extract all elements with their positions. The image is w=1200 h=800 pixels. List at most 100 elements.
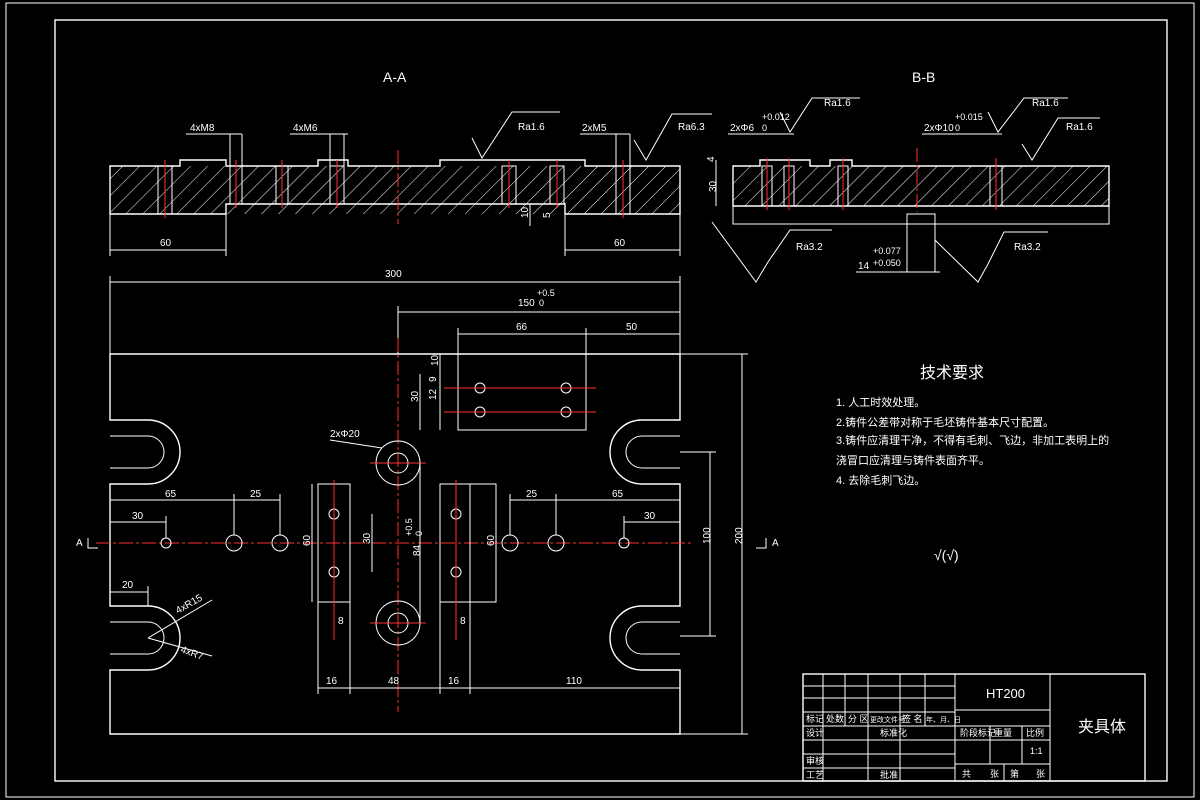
- plan-dim-60-left: 60: [302, 534, 313, 546]
- plan-dim-16-right: 16: [448, 676, 460, 687]
- bb-slot-tol-lower: +0.050: [873, 258, 901, 268]
- tb-doc: 更改文件号: [870, 715, 905, 724]
- requirement-1: 1. 人工时效处理。: [836, 395, 925, 409]
- m6-label: 4xM6: [293, 123, 318, 134]
- outer-frame: [5, 2, 1195, 798]
- requirements-heading: 技术要求: [920, 364, 984, 382]
- requirement-3: 3.铸件应清理干净，不得有毛刺、飞边，非加工表明上的: [836, 433, 1109, 447]
- tb-sheet: 张: [1036, 769, 1045, 779]
- section-aa-hatch: [110, 166, 680, 214]
- tb-process: 工艺: [806, 770, 824, 780]
- roughness-symbol-bb-mid: [987, 97, 1068, 133]
- aa-dim-10: 10: [520, 206, 531, 218]
- plan-dim-25-right: 25: [526, 489, 538, 500]
- tb-count: 处数: [826, 713, 844, 724]
- bb-dim-30: 30: [708, 180, 719, 192]
- ra-bb-mid: Ra1.6: [1032, 98, 1059, 109]
- r7-label: 4xR7: [179, 644, 205, 662]
- ra-bb-bottom-right: Ra3.2: [1014, 242, 1041, 253]
- tb-review: 审核: [806, 755, 824, 766]
- bb-slot-tol-upper: +0.077: [873, 246, 901, 256]
- ra-bb-bottom-left: Ra3.2: [796, 242, 823, 253]
- bb-slot-label: 14: [858, 261, 870, 272]
- plan-dim-84-tol-lower: 0: [414, 531, 424, 536]
- section-aa-centerlines: [164, 150, 624, 224]
- plan-dim-300: 300: [385, 269, 402, 280]
- inner-frame: [54, 19, 1168, 782]
- plan-dim-25-left: 25: [250, 489, 262, 500]
- tb-weight: 重量: [994, 727, 1012, 738]
- part-name: 夹具体: [1078, 718, 1126, 736]
- roughness-symbol-bb-bottom-right: [934, 231, 1048, 283]
- roughness-symbol-bb-bottom-left: [711, 221, 832, 283]
- tb-scale-h: 比例: [1026, 727, 1044, 738]
- locating-block-right: [439, 483, 497, 603]
- plan-dim-48: 48: [388, 676, 400, 687]
- ra-aa-top: Ra1.6: [518, 122, 545, 133]
- plan-dim-60-right: 60: [486, 534, 497, 546]
- tb-stage: 阶段标记: [960, 727, 996, 738]
- hole20-label: 2xΦ20: [330, 429, 360, 440]
- bb-dim-4: 4: [706, 156, 717, 162]
- m5-label: 2xM5: [582, 123, 607, 134]
- plan-dim-66: 66: [516, 322, 528, 333]
- bb-hole10-label: 2xΦ10: [924, 123, 954, 134]
- section-bb-view: B-B 2xΦ6 +0.012 0 Ra1.6 2xΦ10 +0.015 0 R…: [706, 69, 1110, 283]
- roughness-symbol-aa-top: [471, 111, 560, 160]
- tb-mark: 标记: [806, 713, 824, 724]
- bb-hole10-tol: +0.015: [955, 112, 983, 122]
- plan-dim-8-right: 8: [460, 616, 466, 627]
- plan-dim-150-tol-upper: +0.5: [537, 288, 555, 298]
- plan-dim-84: 84: [412, 544, 423, 556]
- m8-label: 4xM8: [190, 123, 215, 134]
- plan-dim-12: 12: [428, 388, 439, 400]
- bb-hole6-tol0: 0: [762, 123, 767, 133]
- plan-dim-65-right: 65: [612, 489, 624, 500]
- aa-dim-5: 5: [542, 212, 553, 218]
- tb-sign: 签 名: [902, 713, 923, 724]
- bb-slot-key: [906, 213, 936, 273]
- bb-hole6-tol: +0.012: [762, 112, 790, 122]
- plan-dim-84-tol-upper: +0.5: [404, 518, 414, 536]
- plan-dim-10: 10: [430, 354, 441, 366]
- ra-aa-right: Ra6.3: [678, 122, 705, 133]
- plan-view: 300 150 +0.5 0 66 50 10 9 12 30: [76, 269, 779, 735]
- aa-dim-60-right: 60: [614, 238, 626, 249]
- tb-approve: 批准: [880, 769, 898, 780]
- bb-hole6-label: 2xΦ6: [730, 123, 755, 134]
- requirement-3-cont: 浇冒口应清理与铸件表面齐平。: [836, 453, 990, 467]
- plan-dim-150: 150: [518, 298, 535, 309]
- plan-dim-100: 100: [702, 527, 713, 544]
- tb-scale: 1:1: [1030, 746, 1043, 756]
- plan-dim-200: 200: [734, 527, 745, 544]
- requirement-4: 4. 去除毛刺飞边。: [836, 473, 925, 487]
- requirement-2: 2.铸件公差带对称于毛坯铸件基本尺寸配置。: [836, 415, 1054, 429]
- plan-dim-30-top: 30: [410, 390, 421, 402]
- top-pocket: [457, 353, 587, 431]
- plan-dim-30-left: 30: [132, 511, 144, 522]
- plan-dim-110: 110: [566, 676, 582, 687]
- plan-dim-9: 9: [428, 376, 439, 382]
- technical-requirements: 技术要求 1. 人工时效处理。 2.铸件公差带对称于毛坯铸件基本尺寸配置。 3.…: [836, 364, 1109, 563]
- plan-dim-16-left: 16: [326, 676, 338, 687]
- plan-dim-20: 20: [122, 580, 134, 591]
- roughness-symbol-aa-right: [633, 113, 712, 161]
- section-bb-label: B-B: [912, 69, 935, 85]
- roughness-symbol-bb-left: [779, 97, 860, 134]
- plan-dim-150-tol-lower: 0: [539, 298, 544, 308]
- plan-dim-30-mid: 30: [362, 532, 373, 544]
- section-aa-label: A-A: [383, 69, 407, 85]
- ra-bb-right: Ra1.6: [1066, 122, 1093, 133]
- tb-total: 共: [962, 769, 971, 779]
- material-label: HT200: [986, 686, 1025, 701]
- tb-design: 设计: [806, 727, 824, 738]
- plan-dim-8-left: 8: [338, 616, 344, 627]
- tb-zone: 分 区: [848, 714, 869, 724]
- roughness-symbol-bb-right: [1021, 117, 1100, 161]
- tb-date: 年、月、日: [926, 715, 961, 724]
- roughness-general-symbol: √(√): [934, 547, 959, 563]
- tb-sheet-no: 第: [1010, 768, 1019, 779]
- bb-hole10-tol0: 0: [955, 123, 960, 133]
- plan-dim-50: 50: [626, 322, 638, 333]
